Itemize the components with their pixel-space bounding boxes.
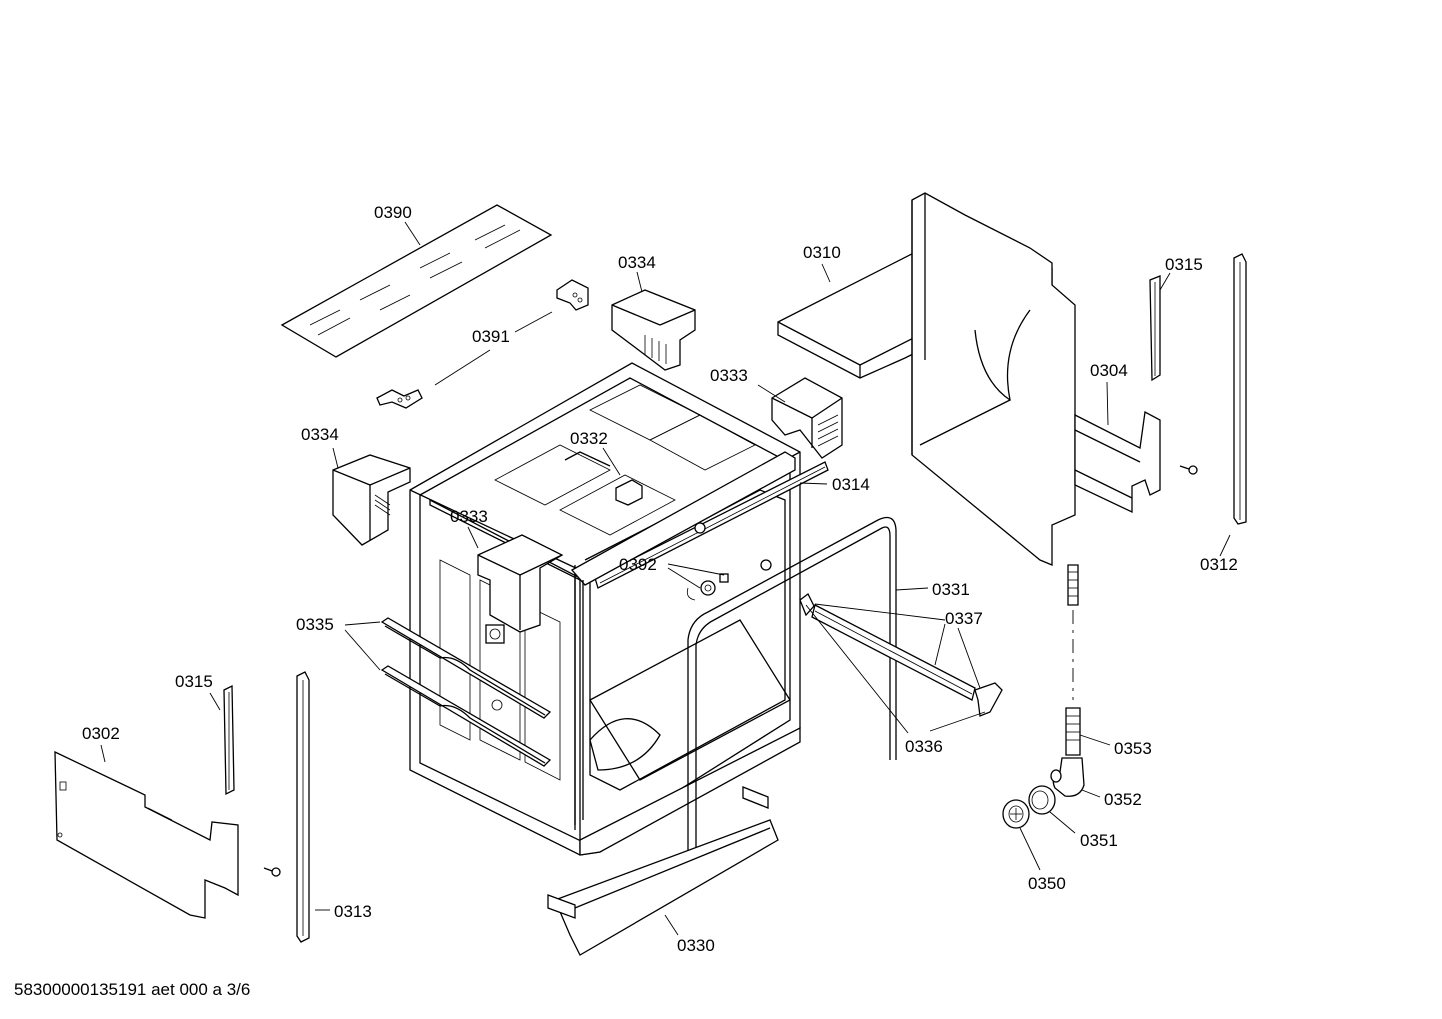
- part-0312-long-strip: [1233, 253, 1247, 525]
- label-0331: 0331: [932, 580, 970, 599]
- part-0353-hose: [1065, 564, 1081, 756]
- part-0352-elbow: [1050, 757, 1085, 797]
- label-0315-lower: 0315: [175, 672, 213, 691]
- label-0302: 0302: [82, 724, 120, 743]
- label-0304: 0304: [1090, 361, 1128, 380]
- part-0335-rails: [380, 617, 552, 767]
- part-0333-lower-duct: [477, 534, 564, 711]
- part-0334-upper-block: [611, 289, 696, 371]
- label-0350: 0350: [1028, 874, 1066, 893]
- part-0337-spray-bar: [799, 593, 1003, 717]
- part-0304-bracket: [1074, 410, 1161, 514]
- label-0353: 0353: [1114, 739, 1152, 758]
- part-0331-gasket: [687, 516, 897, 878]
- label-0332: 0332: [570, 429, 608, 448]
- screw-icon: [1179, 465, 1198, 475]
- label-0390: 0390: [374, 203, 412, 222]
- drawing-reference-number: 58300000135191 aet 000 a 3/6: [14, 980, 251, 999]
- label-0333-lower: 0333: [450, 507, 488, 526]
- label-0337: 0337: [945, 609, 983, 628]
- part-0314-frame-bar: [570, 451, 829, 825]
- label-0330: 0330: [677, 936, 715, 955]
- label-0336: 0336: [905, 737, 943, 756]
- label-0333-upper: 0333: [710, 366, 748, 385]
- label-0314: 0314: [832, 475, 870, 494]
- part-0390-panel: [280, 204, 553, 358]
- label-0351: 0351: [1080, 831, 1118, 850]
- part-0334-lower-block: [332, 454, 411, 546]
- label-0392: 0392: [619, 555, 657, 574]
- part-0391-brackets: [376, 279, 589, 409]
- label-0310: 0310: [803, 243, 841, 262]
- label-0313: 0313: [334, 902, 372, 921]
- part-0351-nut: [1028, 785, 1056, 815]
- screw-icon-2: [263, 867, 281, 877]
- part-0315-lower-strip: [223, 684, 235, 796]
- part-0313-long-strip: [296, 671, 310, 943]
- part-0330-base-plate: [547, 786, 779, 956]
- part-0302-front-panel: [54, 750, 239, 919]
- leader-lines: [100, 221, 1231, 936]
- part-0315-upper-strip: [1149, 275, 1161, 382]
- label-0334-lower: 0334: [301, 425, 339, 444]
- label-0391: 0391: [472, 327, 510, 346]
- label-0334-upper: 0334: [618, 253, 656, 272]
- label-0315-upper: 0315: [1165, 255, 1203, 274]
- part-0304-side-panel: [911, 192, 1076, 566]
- part-main-tub: [409, 362, 801, 856]
- part-labels: 0390 0391 0334 0334 0333 0333 0332 0310 …: [82, 203, 1238, 955]
- label-0352: 0352: [1104, 790, 1142, 809]
- label-0335: 0335: [296, 615, 334, 634]
- label-0312: 0312: [1200, 555, 1238, 574]
- part-0350-cap: [1002, 799, 1030, 829]
- part-0392-fittings: [686, 522, 772, 601]
- part-0333-upper-duct: [771, 377, 843, 459]
